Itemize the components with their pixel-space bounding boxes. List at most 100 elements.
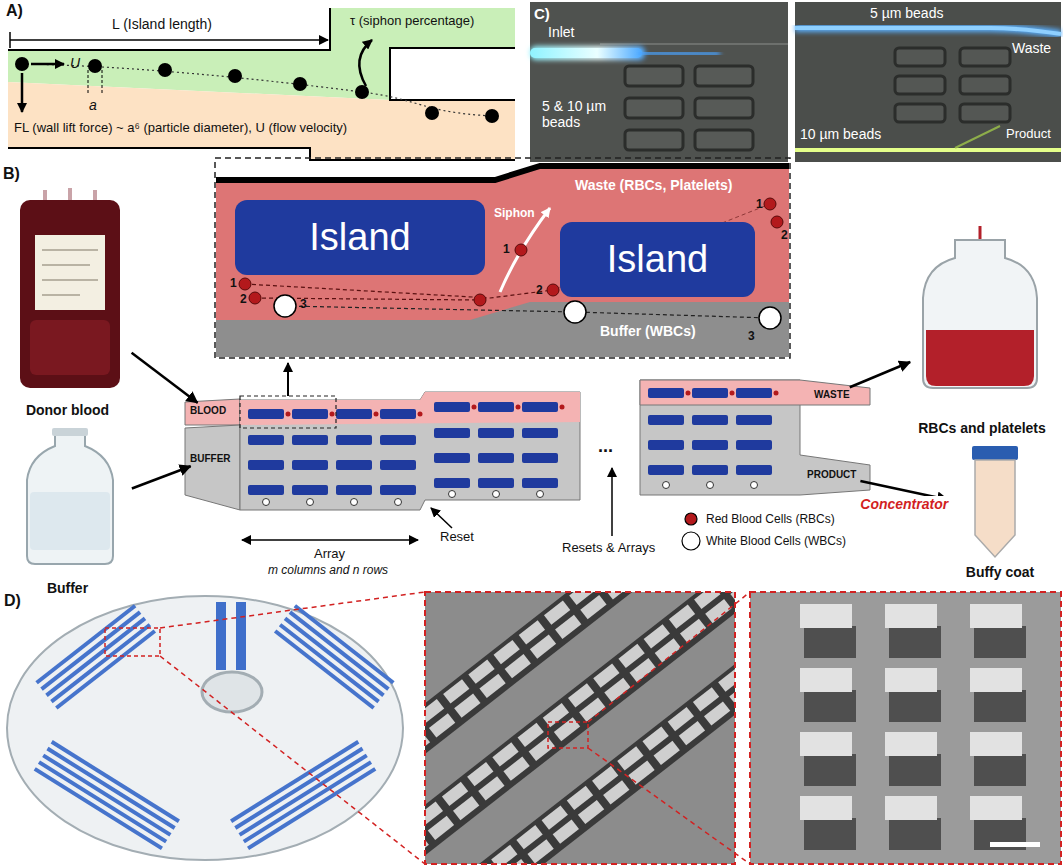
- chip-island-part: [648, 388, 684, 398]
- image-label: Product: [1006, 127, 1051, 142]
- panel-c-micrograph-part-part: [960, 104, 1010, 122]
- sem-pillars-part-part-part: [974, 690, 1026, 722]
- sem-channels-part-part-part-part: [579, 697, 605, 721]
- sem-pillars-part-part-part: [970, 604, 1022, 628]
- dimension-label: Array: [314, 547, 345, 562]
- buffer-bottle-photo: [27, 428, 113, 564]
- waste-jar-photo: [923, 226, 1037, 388]
- cell-dot-part: [686, 391, 691, 396]
- chip-island-part: [380, 460, 416, 470]
- chip-island-part: [434, 428, 470, 438]
- panel-a-channel-part: [329, 32, 331, 48]
- outlet-band: WASTE: [812, 388, 852, 402]
- sem-channels-part: [588, 748, 750, 864]
- blood-bag-photo-part: [42, 250, 98, 295]
- sem-pillars-part: [750, 592, 1061, 864]
- sem-pillars-part-part: [800, 668, 856, 722]
- chip-schematic-part: [431, 508, 452, 528]
- particle-dot-part: [88, 59, 102, 73]
- sem-pillars-part: [990, 842, 1040, 847]
- callout-number: 3: [300, 298, 307, 312]
- sem-pillars-part-part: [970, 604, 1026, 658]
- microfluidic-disc-photo-part: [105, 628, 160, 656]
- legend-text: Red Blood Cells (RBCs): [706, 512, 835, 526]
- region-label: Buffer (WBCs): [600, 323, 696, 339]
- particle-dot-part: [293, 77, 307, 91]
- photo-box: Buffy coat: [950, 440, 1050, 582]
- chip-island-part: [736, 415, 772, 425]
- microfluidic-disc-photo-part-part-part: [55, 629, 156, 709]
- white-blood-cell-part: [759, 307, 781, 329]
- diameter-symbol: a: [89, 97, 97, 113]
- sem-channels-part-part-part: [434, 616, 735, 864]
- panel-c-micrograph-part: [795, 28, 1061, 34]
- particle-dot-part: [158, 63, 172, 77]
- microfluidic-disc-photo-part: [236, 602, 246, 670]
- white-blood-cell: [274, 295, 781, 329]
- sem-pillars-part-part-part: [885, 796, 937, 820]
- sem-pillars-part-part-part: [800, 796, 852, 820]
- callout-number: 2: [781, 229, 788, 243]
- cell-dot-part: [707, 482, 714, 489]
- sem-pillars-part-part-part: [889, 818, 941, 850]
- chip-island-part: [648, 465, 684, 475]
- cell-dot-part: [351, 499, 358, 506]
- sem-pillars-part-part-part: [800, 732, 852, 756]
- sem-pillars-part-part-part: [885, 604, 937, 628]
- sem-channels-part-part-part-part: [454, 694, 480, 718]
- sem-channels-part-part-part-part: [679, 721, 705, 745]
- image-label: Waste: [1012, 40, 1051, 56]
- chip-island-part: [336, 409, 372, 419]
- chip-island-part: [248, 460, 284, 470]
- cell-dot-part: [418, 412, 423, 417]
- cell-dot-part: [730, 391, 735, 396]
- node-text: RBCs and platelets: [918, 420, 1046, 436]
- buffy-coat-tube-photo: [972, 446, 1018, 557]
- chip-island-part: [736, 440, 772, 450]
- buffer-bottle-photo-part: [30, 492, 110, 550]
- legend-entry: Red Blood Cells (RBCs): [680, 508, 835, 530]
- sem-channels-part-part-part-part: [553, 820, 579, 844]
- panel-a-channel-part: [10, 39, 328, 41]
- node-text: Island: [309, 216, 410, 260]
- sem-pillars-part-part-part: [885, 668, 937, 692]
- microfluidic-disc-photo-part-part: [274, 604, 395, 709]
- buffy-coat-tube-photo-part: [972, 446, 1018, 460]
- red-blood-cell-part: [249, 292, 261, 304]
- cell-dot-part: [286, 412, 291, 417]
- buffy-coat-tube-photo-part: [975, 460, 1015, 557]
- panel-a-channel-part: [102, 70, 103, 95]
- outlet-band: PRODUCT: [805, 468, 858, 482]
- panel-c-micrograph-part: [640, 53, 720, 54]
- sem-channels-part-part-part-part: [580, 595, 606, 619]
- region-label: Waste (RBCs, Platelets): [575, 177, 732, 193]
- blood-bag-photo-part-part: [42, 294, 80, 296]
- panel-c-micrograph-part-part: [895, 104, 945, 122]
- buffer-bottle-photo-part: [27, 432, 113, 564]
- chip-island-part: [736, 465, 772, 475]
- sem-pillars-part-part: [885, 732, 941, 786]
- microfluidic-disc-photo-part-part-part: [274, 629, 375, 709]
- particle-dot-part: [228, 69, 242, 83]
- sem-channels-part: [425, 592, 735, 864]
- sem-pillars-part-part-part: [800, 604, 852, 628]
- microfluidic-disc-photo-part-part-part: [45, 617, 146, 697]
- photo-box: Buffer: [5, 428, 130, 598]
- chip-island-part: [648, 440, 684, 450]
- sem-pillars-part-part-part: [889, 690, 941, 722]
- callout-number: 1: [756, 198, 763, 212]
- image-label: Inlet: [548, 24, 574, 40]
- panel-a-channel-part: [390, 48, 515, 100]
- sem-pillars-part-part-part: [974, 754, 1026, 786]
- panel-c-micrograph-part-part: [895, 48, 945, 66]
- microfluidic-disc-photo: [7, 592, 425, 864]
- chip-island-part: [522, 402, 558, 412]
- chip-island-part: [248, 485, 284, 495]
- callout-number: 1: [230, 277, 237, 291]
- node-text: WASTE: [814, 389, 850, 401]
- chip-island-part: [692, 388, 728, 398]
- inset-zoom-part: [215, 158, 790, 358]
- sem-channels-part-part-part-part: [654, 741, 680, 765]
- chip-island-part: [522, 478, 558, 488]
- blood-bag-photo: [20, 188, 120, 388]
